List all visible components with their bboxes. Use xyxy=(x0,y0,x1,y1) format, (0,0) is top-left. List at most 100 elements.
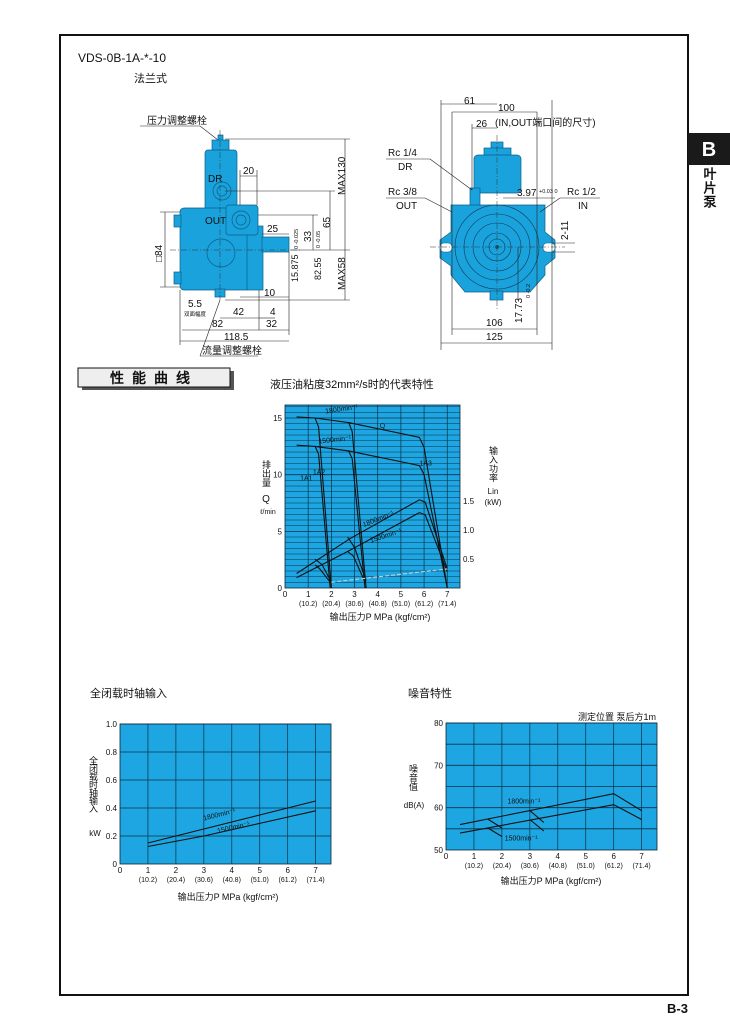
x-tick-label: 1 xyxy=(472,852,477,861)
dim-20: 20 xyxy=(243,166,255,177)
y-tick-label: 60 xyxy=(434,804,443,813)
x-tick-secondary-label: (40.8) xyxy=(549,863,567,870)
dim-125: 125 xyxy=(486,332,503,343)
dim-82: 82 xyxy=(212,319,224,330)
dim-max58: MAX58 xyxy=(337,257,348,290)
x-tick-secondary-label: (51.0) xyxy=(577,863,595,870)
x-tick-label: 0 xyxy=(118,866,123,875)
series-line xyxy=(487,818,503,829)
series-line xyxy=(314,564,331,583)
main-xlabel: 输出压力P MPa (kgf/cm²) xyxy=(330,611,431,622)
series-line xyxy=(487,827,503,837)
y2-tick-label: 1.5 xyxy=(463,497,475,506)
y-tick-label: 0 xyxy=(113,860,118,869)
y-tick-label: 0 xyxy=(278,584,283,593)
y-tick-label: 0.2 xyxy=(106,832,118,841)
main-y2label: 输入功率 xyxy=(488,445,498,483)
x-tick-secondary-label: (20.4) xyxy=(322,601,340,608)
series-line xyxy=(314,558,332,583)
out-thread: Rc 3/8 xyxy=(388,187,417,198)
x-tick-label: 5 xyxy=(258,866,263,875)
x-tick-label: 7 xyxy=(313,866,318,875)
side-tab-letter: B xyxy=(702,139,716,161)
x-tick-secondary-label: (10.2) xyxy=(299,601,317,608)
width-across-flats-label: 双面幅度 xyxy=(184,310,207,318)
x-tick-secondary-label: (30.6) xyxy=(345,601,363,608)
series-line xyxy=(147,810,316,848)
dim-106: 106 xyxy=(486,318,503,329)
noise-yunit: dB(A) xyxy=(404,801,425,810)
series-line xyxy=(315,417,367,589)
y-tick-label: 10 xyxy=(273,471,282,480)
x-tick-label: 3 xyxy=(352,590,357,599)
x-tick-secondary-label: (30.6) xyxy=(195,877,213,884)
page-number: B-3 xyxy=(667,1001,688,1016)
x-tick-label: 4 xyxy=(375,590,380,599)
x-tick-secondary-label: (51.0) xyxy=(392,601,410,608)
side-tab-category: 叶片泵 xyxy=(702,167,717,209)
x-tick-secondary-label: (61.2) xyxy=(279,877,297,884)
y-tick-label: 0.4 xyxy=(106,804,118,813)
x-tick-secondary-label: (30.6) xyxy=(521,863,539,870)
x-tick-secondary-label: (10.2) xyxy=(465,863,483,870)
port-distance-note: (IN,OUT端口间的尺寸) xyxy=(495,116,596,129)
chart-noise-note: 测定位置 泵后方1m xyxy=(578,711,656,722)
x-tick-secondary-label: (71.4) xyxy=(438,601,456,608)
plot-area xyxy=(284,404,461,589)
annotation-label: 1500min⁻¹ xyxy=(318,435,352,445)
dim-26: 26 xyxy=(476,119,488,130)
annotation-label: Q xyxy=(380,423,387,431)
y-tick-label: 80 xyxy=(434,719,443,728)
shaft-yunit: kW xyxy=(89,829,101,838)
dim-2-11: 2-11 xyxy=(560,220,571,240)
dim-5-5: 5.5 xyxy=(188,299,202,310)
port-dr-label: DR xyxy=(208,174,222,185)
noise-ylabel: 噪音值 xyxy=(408,764,418,791)
x-tick-label: 2 xyxy=(329,590,334,599)
series-line xyxy=(529,810,545,823)
series-line xyxy=(296,444,331,589)
series-line xyxy=(296,416,332,589)
series-line xyxy=(296,499,448,574)
x-tick-label: 1 xyxy=(146,866,151,875)
annotation-label: 1A2 xyxy=(313,470,326,477)
section-title: 性能曲线 xyxy=(110,370,198,386)
series-line xyxy=(147,800,316,844)
main-y2unit: (kW) xyxy=(485,498,502,507)
pressure-adjust-bolt-label: 压力调整螺栓 xyxy=(147,114,207,127)
annotation-label: 1800min⁻¹ xyxy=(325,404,359,416)
x-tick-label: 7 xyxy=(445,590,450,599)
x-tick-label: 3 xyxy=(202,866,207,875)
series-line xyxy=(347,536,367,582)
dim-15875: 15.875 xyxy=(290,254,300,282)
section-header-box xyxy=(77,367,231,388)
shaft-ylabel: 全闭载时轴输入 xyxy=(88,755,98,813)
y-tick-label: 15 xyxy=(273,414,282,423)
x-tick-label: 4 xyxy=(230,866,235,875)
series-line xyxy=(459,793,642,826)
dim-15875-tolerance: 0 -0.025 xyxy=(294,229,300,249)
annotation-label: 1A3 xyxy=(419,461,432,468)
x-tick-secondary-label: (71.4) xyxy=(306,877,324,884)
side-tab xyxy=(688,133,730,165)
x-tick-secondary-label: (40.8) xyxy=(369,601,387,608)
y-tick-label: 70 xyxy=(434,761,443,770)
x-tick-label: 2 xyxy=(500,852,505,861)
dim-33: 33 xyxy=(303,230,314,242)
flow-adjust-bolt-label: 流量调整螺栓 xyxy=(202,344,262,357)
chart-main-title: 液压油粘度32mm²/s时的代表特性 xyxy=(270,377,434,391)
x-tick-label: 6 xyxy=(611,852,616,861)
y-tick-label: 5 xyxy=(278,527,283,536)
dim-10: 10 xyxy=(264,288,276,299)
x-tick-label: 4 xyxy=(556,852,561,861)
x-tick-label: 2 xyxy=(174,866,179,875)
dim-118-5: 118.5 xyxy=(224,332,249,343)
x-tick-secondary-label: (61.2) xyxy=(415,601,433,608)
dim-33-tolerance: 0 -0.05 xyxy=(316,231,322,248)
main-yunit: ℓ/min xyxy=(259,509,276,516)
dr-label: DR xyxy=(398,162,412,173)
dr-thread: Rc 1/4 xyxy=(388,148,417,159)
x-tick-label: 5 xyxy=(584,852,589,861)
